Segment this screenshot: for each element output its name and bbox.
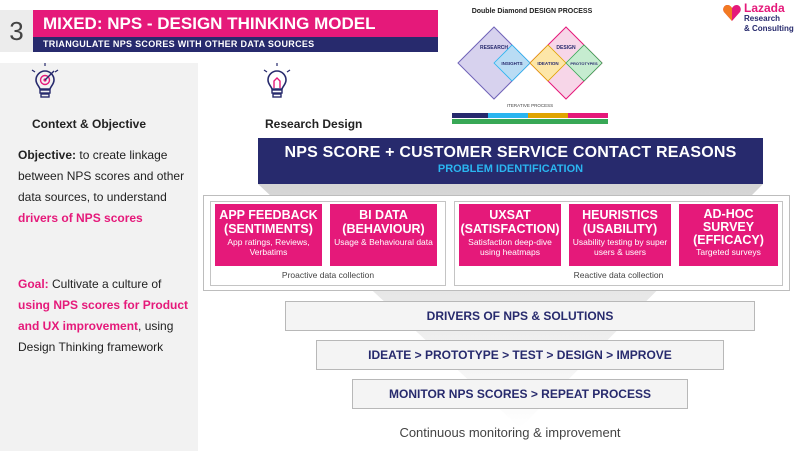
- diamond-label-insights: INSIGHTS: [501, 61, 522, 66]
- source-desc: Satisfaction deep-dive using heatmaps: [468, 237, 552, 257]
- lightbulb-target-icon: [28, 62, 62, 100]
- objective-highlight: drivers of NPS scores: [18, 211, 143, 225]
- stage-monitor: MONITOR NPS SCORES > REPEAT PROCESS: [352, 379, 688, 409]
- source-title-line: AD-HOC: [703, 207, 754, 221]
- nps-score-box: NPS SCORE + CUSTOMER SERVICE CONTACT REA…: [258, 138, 763, 184]
- double-diamond-diagram: Double Diamond DESIGN PROCESS RESEARCH I…: [450, 3, 615, 128]
- diamond-label-design: DESIGN: [556, 45, 576, 51]
- context-heading: Context & Objective: [32, 117, 147, 131]
- nps-title: NPS SCORE + CUSTOMER SERVICE CONTACT REA…: [284, 144, 737, 161]
- source-title-line: BI DATA: [359, 208, 408, 222]
- source-title-line: HEURISTICS: [582, 208, 658, 222]
- source-title-line: (USABILITY): [582, 222, 658, 236]
- logo-text: Lazada Research & Consulting: [744, 1, 794, 34]
- source-heuristics: HEURISTICS(USABILITY) Usability testing …: [569, 204, 671, 266]
- source-title-line: (SENTIMENTS): [224, 222, 313, 236]
- left-panel: [0, 63, 198, 451]
- objective-text: Objective: to create linkage between NPS…: [18, 145, 193, 229]
- source-title-line: UXSAT: [489, 208, 531, 222]
- research-heading: Research Design: [265, 117, 363, 131]
- footer-caption: Continuous monitoring & improvement: [399, 425, 621, 440]
- source-title-line: (SATISFACTION): [460, 222, 560, 236]
- goal-label: Goal:: [18, 277, 49, 291]
- goal-highlight: using NPS scores for Product and UX impr…: [18, 298, 189, 333]
- diamond-label-research: RESEARCH: [480, 45, 508, 51]
- source-desc: App ratings, Reviews, Verbatims: [227, 237, 310, 257]
- logo-line-3: & Consulting: [744, 24, 794, 33]
- source-title-line: APP FEEDBACK: [219, 208, 318, 222]
- stage-drivers: DRIVERS OF NPS & SOLUTIONS: [285, 301, 755, 331]
- reactive-caption: Reactive data collection: [573, 270, 664, 280]
- source-desc: Usage & Behavioural data: [334, 237, 433, 247]
- diamond-label-prototypes: PROTOTYPES: [570, 61, 598, 66]
- proactive-caption: Proactive data collection: [281, 270, 375, 280]
- source-title-line: SURVEY: [702, 220, 755, 234]
- slide-number: 3: [0, 10, 33, 52]
- diamond-label-ideation: IDEATION: [537, 61, 558, 66]
- source-uxsat: UXSAT(SATISFACTION) Satisfaction deep-di…: [459, 204, 561, 266]
- lazada-logo: Lazada Research & Consulting: [722, 1, 800, 39]
- goal-body: Cultivate a culture of: [48, 277, 162, 291]
- page-title: MIXED: NPS - DESIGN THINKING MODEL: [33, 10, 438, 37]
- source-app-feedback: APP FEEDBACK(SENTIMENTS) App ratings, Re…: [215, 204, 322, 266]
- logo-line-2: Research: [744, 14, 781, 23]
- nps-subtitle: PROBLEM IDENTIFICATION: [437, 163, 584, 175]
- stage-ideate: IDEATE > PROTOTYPE > TEST > DESIGN > IMP…: [316, 340, 724, 370]
- source-bi-data: BI DATA(BEHAVIOUR) Usage & Behavioural d…: [330, 204, 437, 266]
- lightbulb-icon: [260, 62, 294, 100]
- source-title-line: (EFFICACY): [693, 233, 764, 247]
- source-desc: Usability testing by super users & users: [572, 237, 668, 257]
- goal-text: Goal: Cultivate a culture of using NPS s…: [18, 274, 193, 358]
- objective-body: to create linkage between NPS scores and…: [18, 148, 185, 204]
- source-title-line: (BEHAVIOUR): [342, 222, 425, 236]
- diamond-title: Double Diamond DESIGN PROCESS: [472, 8, 593, 15]
- lazada-heart-icon: [723, 5, 741, 21]
- source-desc: Targeted surveys: [696, 247, 761, 257]
- diamond-label-iterative: ITERATIVE PROCESS: [507, 103, 553, 108]
- objective-label: Objective:: [18, 148, 77, 162]
- goal-body-2: , using Design Thinking framework: [18, 319, 174, 354]
- page-subtitle: TRIANGULATE NPS SCORES WITH OTHER DATA S…: [33, 37, 438, 52]
- logo-line-1: Lazada: [744, 1, 785, 15]
